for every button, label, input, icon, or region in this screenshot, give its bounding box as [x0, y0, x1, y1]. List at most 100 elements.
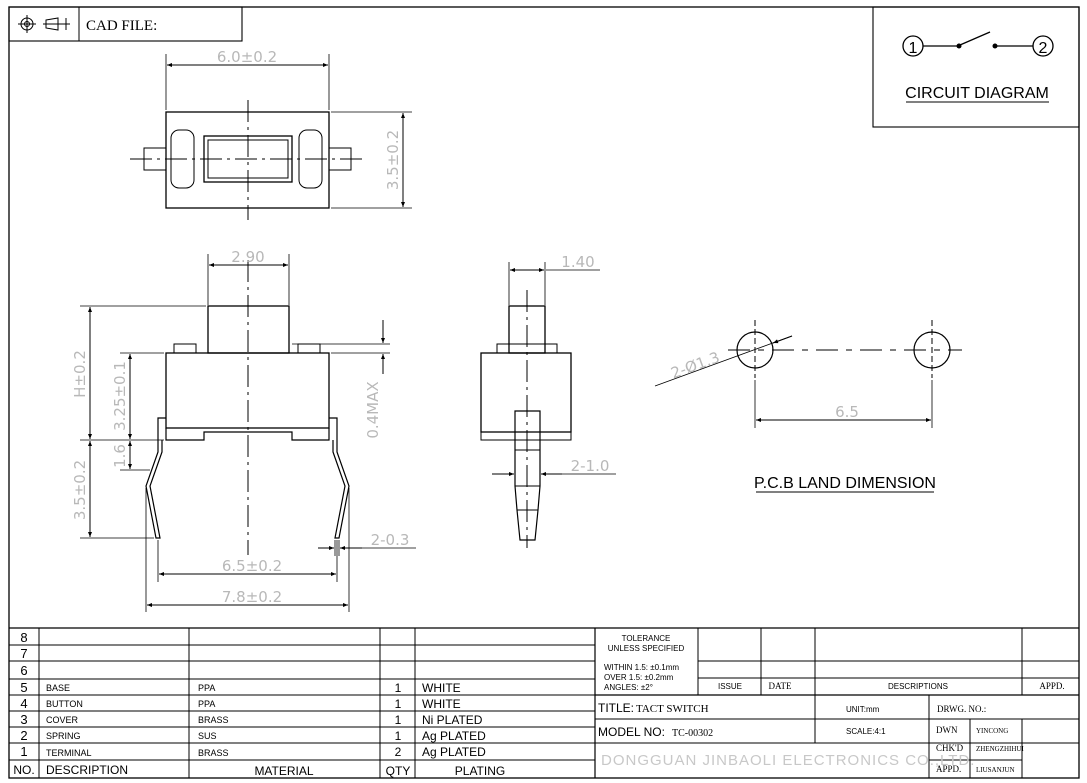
bom-row-material: BRASS: [198, 748, 229, 758]
overall-width-dim: 7.8±0.2: [222, 588, 282, 606]
unit-value: UNIT:mm: [846, 705, 880, 714]
switch-contact-right: [992, 43, 998, 49]
bom-row-no: 2: [20, 728, 27, 743]
top-width-dim: 6.0±0.2: [217, 48, 277, 66]
title-label: TITLE:: [598, 701, 634, 715]
button-depth-dim: 1.40: [561, 253, 594, 271]
bom-header-qty: QTY: [386, 764, 411, 778]
h-dim: H±0.2: [71, 350, 89, 398]
company-name: DONGGUAN JINBAOLI ELECTRONICS CO.,LTD.: [601, 752, 975, 769]
bom-row-no: 1: [20, 744, 27, 759]
model-value: TC-00302: [672, 728, 713, 739]
lead-length-dim: 3.5±0.2: [71, 460, 89, 520]
bom-row-qty: 1: [395, 697, 402, 711]
model-label: MODEL NO:: [598, 725, 665, 739]
bom-row-no: 5: [20, 680, 27, 695]
bom-row-material: PPA: [198, 683, 215, 693]
lead-width-dim: 2-1.0: [571, 457, 610, 475]
bom-row-no: 6: [20, 663, 27, 678]
pin2-circle-icon: [1032, 35, 1054, 57]
switch-lever: [959, 31, 991, 46]
dwn-value: YINCONG: [976, 727, 1008, 735]
bom-row: 3 COVER BRASS 1 Ni PLATED: [20, 712, 482, 727]
top-height-dim: 3.5±0.2: [384, 130, 402, 190]
bom-row-qty: 1: [395, 729, 402, 743]
pcb-title: P.C.B LAND DIMENSION: [754, 475, 936, 492]
bom-row: 1 TERMINAL BRASS 2 Ag PLATED: [20, 744, 486, 759]
bom-row-no: 7: [20, 646, 27, 661]
body-height-dim: 3.25±0.1: [111, 361, 129, 431]
lead-bend-dim: 1.6: [111, 444, 129, 468]
bom-row: 6: [20, 663, 27, 678]
bom-row-qty: 2: [395, 745, 402, 759]
bom-row-description: BUTTON: [46, 699, 83, 709]
bom-row-material: PPA: [198, 699, 215, 709]
third-angle-projection-icon: [18, 15, 70, 33]
sheet-border: [8, 6, 1080, 779]
bom-row-no: 3: [20, 712, 27, 727]
bom-row: 7: [20, 646, 27, 661]
circuit-diagram: 1 2 CIRCUIT DIAGRAM: [872, 6, 1080, 128]
chkd-value: ZHENGZHIHUI: [976, 745, 1024, 753]
bom-header-description: DESCRIPTION: [46, 763, 128, 777]
tolerance-over: OVER 1.5: ±0.2mm: [604, 673, 674, 682]
lead-thickness-dim: 2-0.3: [371, 531, 410, 549]
bom-row-no: 8: [20, 630, 27, 645]
circuit-title: CIRCUIT DIAGRAM: [905, 85, 1049, 102]
pcb-pitch-dim: 6.5: [835, 403, 859, 421]
scale-value: SCALE:4:1: [846, 727, 886, 736]
bom-row-plating: Ni PLATED: [422, 713, 483, 727]
gap-dim: 0.4MAX: [364, 381, 382, 438]
bom-row-plating: Ag PLATED: [422, 729, 486, 743]
bom-row-plating: WHITE: [422, 681, 461, 695]
tolerance-line1: TOLERANCE: [622, 634, 671, 643]
cad-file-label: CAD FILE:: [86, 18, 157, 34]
bom-header-no: NO.: [13, 763, 34, 777]
descriptions-header: DESCRIPTIONS: [888, 682, 948, 691]
title-block: TOLERANCE UNLESS SPECIFIED WITHIN 1.5: ±…: [595, 628, 1079, 778]
chkd-label: CHK'D: [936, 743, 964, 753]
bom-row-description: TERMINAL: [46, 748, 92, 758]
bom-row-description: COVER: [46, 715, 79, 725]
bom-row: 2 SPRING SUS 1 Ag PLATED: [20, 728, 486, 743]
bom-header-material: MATERIAL: [254, 764, 313, 778]
tolerance-angles: ANGLES: ±2°: [604, 683, 653, 692]
side-view: 1.40 2-1.0: [480, 253, 616, 548]
issue-header: ISSUE: [718, 682, 742, 691]
appd-label: APPD.: [936, 764, 961, 774]
tolerance-within: WITHIN 1.5: ±0.1mm: [604, 663, 679, 672]
bom-row-qty: 1: [395, 681, 402, 695]
pcb-land: 6.5 2-Ø1.3 P.C.B LAND DIMENSION: [654, 320, 962, 493]
bom-row-description: BASE: [46, 683, 70, 693]
appd-header: APPD.: [1039, 681, 1064, 691]
bom-table: 8 7 6 5 BASE PPA 1 WHITE 4 BUTTON PPA 1 …: [9, 627, 1079, 778]
appd-value: LIUSANJUN: [976, 766, 1015, 774]
bom-row: 5 BASE PPA 1 WHITE: [20, 680, 460, 695]
top-view: 6.0±0.2 3.5±0.2: [130, 48, 412, 220]
pcb-hole-dim: 2-Ø1.3: [668, 348, 722, 382]
bom-row: 8: [20, 630, 27, 645]
bom-row-qty: 1: [395, 713, 402, 727]
tolerance-line2: UNLESS SPECIFIED: [608, 644, 685, 653]
bom-row-description: SPRING: [46, 731, 81, 741]
bom-row: 4 BUTTON PPA 1 WHITE: [20, 696, 460, 711]
bom-header-plating: PLATING: [455, 764, 505, 778]
pitch-dim: 6.5±0.2: [222, 557, 282, 575]
title-value: TACT SWITCH: [636, 703, 709, 715]
bom-row-material: BRASS: [198, 715, 229, 725]
front-view: 2.90 H±0.2 3.25±0.1 1.6 3.5±0.2 0.4MAX 2…: [71, 248, 416, 612]
pin2-label: 2: [1039, 40, 1048, 57]
bom-header-row: NO. DESCRIPTION MATERIAL QTY PLATING: [13, 763, 505, 778]
pin1-label: 1: [909, 40, 918, 57]
date-header: DATE: [769, 681, 792, 691]
bom-row-plating: WHITE: [422, 697, 461, 711]
bom-row-material: SUS: [198, 731, 217, 741]
button-width-dim: 2.90: [231, 248, 264, 266]
dwn-label: DWN: [936, 725, 958, 735]
cad-file-header: CAD FILE:: [8, 6, 243, 42]
bom-row-no: 4: [20, 696, 27, 711]
drwg-no-label: DRWG. NO.:: [937, 704, 986, 714]
bom-row-plating: Ag PLATED: [422, 745, 486, 759]
